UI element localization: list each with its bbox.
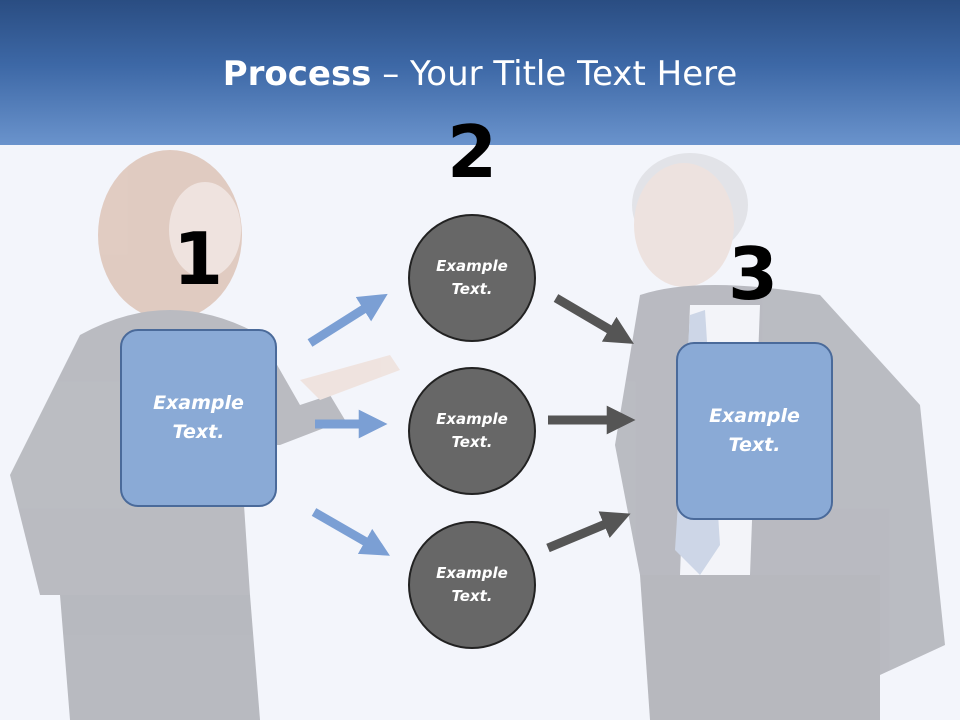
- page-title: Process – Your Title Text Here: [0, 52, 960, 96]
- step-3-line1: Example: [709, 405, 800, 427]
- step-number-1: 1: [172, 217, 224, 301]
- step-3-line2: Text.: [728, 434, 781, 456]
- step-1-line1: Example: [153, 392, 244, 414]
- title-rest: – Your Title Text Here: [371, 54, 738, 94]
- circle-3-line2: Text.: [451, 587, 493, 605]
- step-number-3: 3: [727, 232, 779, 316]
- circle-1-line2: Text.: [451, 280, 493, 298]
- title-bold: Process: [222, 54, 372, 94]
- circle-3-line1: Example: [436, 564, 508, 582]
- circle-1-line1: Example: [436, 257, 508, 275]
- title-banner: [0, 0, 960, 145]
- circle-2-line2: Text.: [451, 433, 493, 451]
- circle-2-line1: Example: [436, 410, 508, 428]
- step-1-line2: Text.: [172, 421, 225, 443]
- step-number-2: 2: [446, 110, 498, 194]
